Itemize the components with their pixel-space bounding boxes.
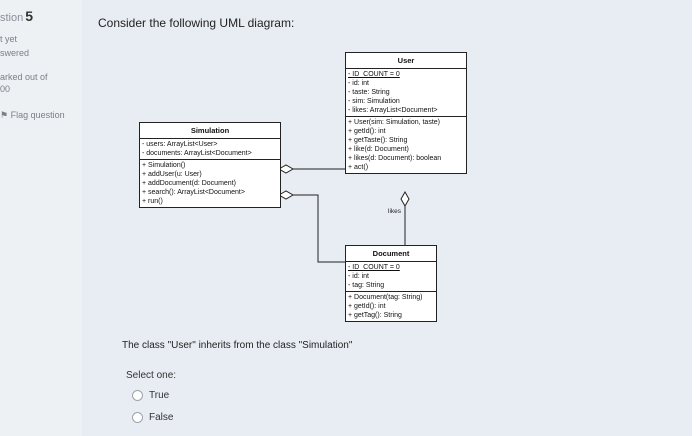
aggregation-diamond-user xyxy=(277,164,295,174)
user-attributes: - ID_COUNT = 0 - id: int - taste: String… xyxy=(346,69,466,117)
option-true[interactable]: True xyxy=(132,390,169,401)
user-operations: + User(sim: Simulation, taste) + getId()… xyxy=(346,117,466,173)
user-attr-id: - id: int xyxy=(348,80,370,87)
user-op-constructor: + User(sim: Simulation, taste) xyxy=(348,119,440,126)
option-false[interactable]: False xyxy=(132,412,173,423)
document-attr-tag: - tag: String xyxy=(348,282,385,289)
simulation-op-run: + run() xyxy=(142,198,163,205)
user-op-gettaste: + getTaste(): String xyxy=(348,137,408,144)
option-false-label: False xyxy=(149,412,174,423)
status-line-1: t yet xyxy=(0,34,18,44)
simulation-attributes: - users: ArrayList<User> - documents: Ar… xyxy=(140,139,280,160)
document-class: Document - ID_COUNT = 0 - id: int - tag:… xyxy=(345,245,437,322)
document-op-constructor: + Document(tag: String) xyxy=(348,294,423,301)
marks-line-1: arked out of xyxy=(0,72,48,82)
marks-line-2: 00 xyxy=(0,84,11,94)
user-op-getid: + getId(): int xyxy=(348,128,386,135)
simulation-operations: + Simulation() + addUser(u: User) + addD… xyxy=(140,160,280,207)
question-prompt: Consider the following UML diagram: xyxy=(98,16,295,30)
user-attr-sim: - sim: Simulation xyxy=(348,98,400,105)
simulation-class: Simulation - users: ArrayList<User> - do… xyxy=(139,122,281,208)
user-attr-id-count: - ID_COUNT = 0 xyxy=(348,71,400,78)
simulation-op-search: + search(): ArrayList<Document> xyxy=(142,189,245,196)
simulation-class-name: Simulation xyxy=(140,123,280,139)
flag-question-label: Flag question xyxy=(10,110,65,120)
document-attributes: - ID_COUNT = 0 - id: int - tag: String xyxy=(346,262,436,292)
simulation-op-constructor: + Simulation() xyxy=(142,162,186,169)
status-line-2: swered xyxy=(0,48,30,58)
document-operations: + Document(tag: String) + getId(): int +… xyxy=(346,292,436,321)
simulation-op-adddocument: + addDocument(d: Document) xyxy=(142,180,236,187)
aggregation-diamond-likes xyxy=(400,190,410,208)
simulation-attr-users: - users: ArrayList<User> xyxy=(142,141,218,148)
question-prefix: stion xyxy=(0,12,24,24)
flag-icon: ⚑ xyxy=(0,110,9,120)
simulation-attr-documents: - documents: ArrayList<Document> xyxy=(142,150,252,157)
option-true-label: True xyxy=(149,390,170,401)
user-op-act: + act() xyxy=(348,164,369,171)
user-op-like: + like(d: Document) xyxy=(348,146,409,153)
likes-association-label: likes xyxy=(388,208,402,215)
document-op-gettag: + getTag(): String xyxy=(348,312,402,319)
select-one-label: Select one: xyxy=(126,370,177,381)
document-attr-id-count: - ID_COUNT = 0 xyxy=(348,264,400,271)
flag-question-link[interactable]: ⚑ Flag question xyxy=(0,110,65,121)
radio-false[interactable] xyxy=(132,412,143,423)
user-op-likes: + likes(d: Document): boolean xyxy=(348,155,442,162)
user-class-name: User xyxy=(346,53,466,69)
user-attr-taste: - taste: String xyxy=(348,89,390,96)
aggregation-diamond-document xyxy=(277,190,295,200)
user-attr-likes: - likes: ArrayList<Document> xyxy=(348,107,438,114)
user-class: User - ID_COUNT = 0 - id: int - taste: S… xyxy=(345,52,467,174)
simulation-document-link xyxy=(287,194,345,263)
document-attr-id: - id: int xyxy=(348,273,370,280)
simulation-op-adduser: + addUser(u: User) xyxy=(142,171,202,178)
question-number-value: 5 xyxy=(25,8,34,24)
radio-true[interactable] xyxy=(132,390,143,401)
question-statement: The class "User" inherits from the class… xyxy=(122,340,353,351)
document-class-name: Document xyxy=(346,246,436,262)
document-op-getid: + getId(): int xyxy=(348,303,386,310)
